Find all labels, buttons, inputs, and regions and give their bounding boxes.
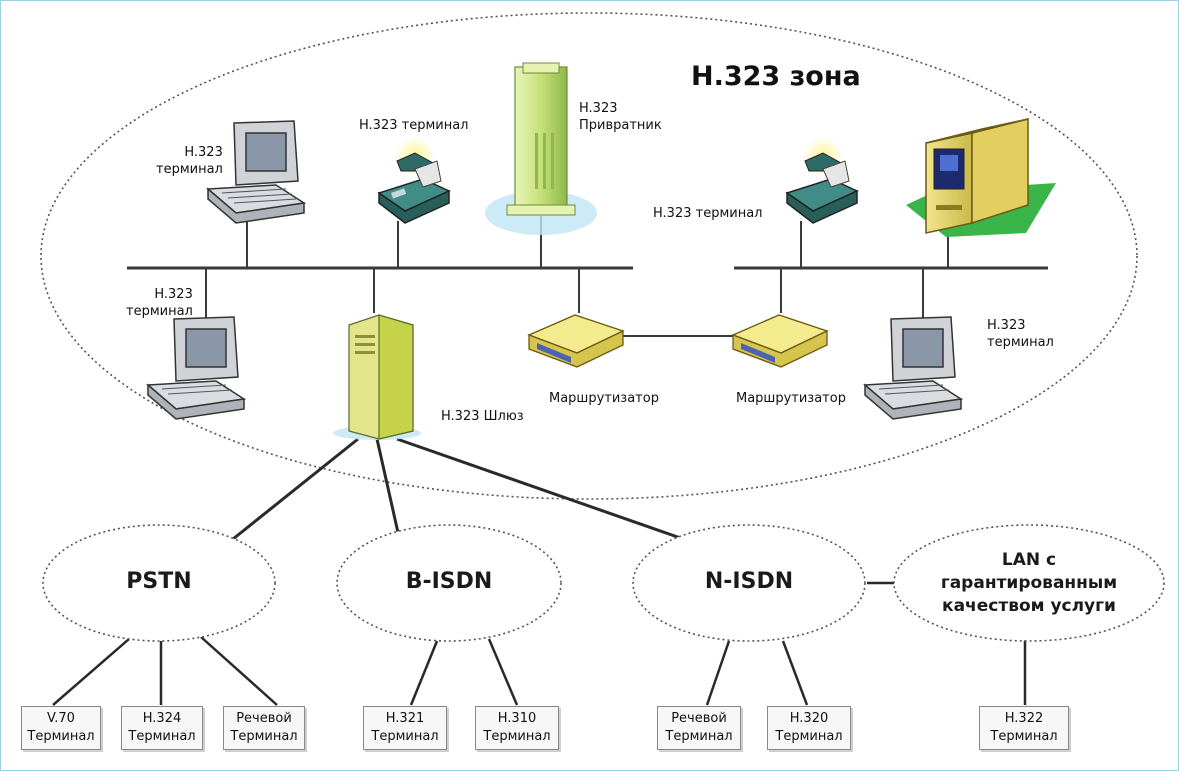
network-label-pstn: PSTN bbox=[126, 569, 192, 594]
label-router-left: Маршрутизатор bbox=[549, 391, 659, 406]
router-icon bbox=[527, 314, 625, 368]
terminal-box: Речевой Терминал bbox=[223, 706, 305, 750]
terminal-type: Речевой bbox=[671, 711, 727, 726]
lan-cloud bbox=[893, 524, 1165, 642]
pc-icon bbox=[206, 120, 307, 224]
terminal-label: Терминал bbox=[990, 729, 1058, 744]
terminal-type: H.310 bbox=[497, 711, 537, 726]
gateway-links bbox=[232, 437, 690, 543]
server-icon bbox=[906, 118, 1056, 237]
fax-terminal-icon bbox=[785, 137, 859, 224]
terminal-box: H.310 Терминал bbox=[475, 706, 559, 750]
gatekeeper-icon bbox=[485, 62, 597, 235]
terminal-label: Терминал bbox=[483, 729, 551, 744]
router-icon bbox=[731, 314, 829, 368]
pstn-cloud bbox=[42, 524, 276, 642]
terminal-box: V.70 Терминал bbox=[21, 706, 101, 750]
pc-icon bbox=[863, 316, 964, 420]
pc-icon bbox=[146, 316, 247, 420]
terminal-label: Терминал bbox=[128, 729, 196, 744]
label-terminal-mid-right: H.323 терминал bbox=[987, 318, 1054, 350]
terminal-label: Терминал bbox=[775, 729, 843, 744]
terminal-type: H.321 bbox=[385, 711, 425, 726]
terminal-box: H.321 Терминал bbox=[363, 706, 447, 750]
h323-zone-boundary bbox=[40, 12, 1138, 500]
label-router-right: Маршрутизатор bbox=[736, 391, 846, 406]
terminal-type: Речевой bbox=[236, 711, 292, 726]
terminal-type: V.70 bbox=[47, 711, 75, 726]
terminal-label: Терминал bbox=[371, 729, 439, 744]
terminal-label: Терминал bbox=[665, 729, 733, 744]
network-terminal-links bbox=[52, 581, 1027, 706]
label-gateway: H.323 Шлюз bbox=[441, 409, 524, 424]
label-terminal-fax-top: H.323 терминал bbox=[359, 118, 469, 133]
label-terminal-top-left: H.323 терминал bbox=[156, 145, 223, 177]
terminal-box: H.320 Терминал bbox=[767, 706, 851, 750]
label-gatekeeper: H.323 Привратник bbox=[579, 101, 662, 133]
label-terminal-fax-right: H.323 терминал bbox=[653, 206, 763, 221]
bisdn-cloud bbox=[336, 524, 562, 642]
network-label-bisdn: B-ISDN bbox=[405, 569, 493, 594]
terminal-type: H.320 bbox=[789, 711, 829, 726]
terminal-box: Речевой Терминал bbox=[657, 706, 741, 750]
zone-title: H.323 зона bbox=[691, 61, 861, 92]
terminal-type: H.324 bbox=[142, 711, 182, 726]
terminal-label: Терминал bbox=[27, 729, 95, 744]
network-label-lan: LAN с гарантированным качеством услуги bbox=[940, 550, 1118, 616]
nisdn-cloud bbox=[632, 524, 866, 642]
gateway-icon bbox=[333, 314, 421, 440]
terminal-box: H.322 Терминал bbox=[979, 706, 1069, 750]
label-terminal-mid-left: H.323 терминал bbox=[126, 287, 193, 319]
network-label-nisdn: N-ISDN bbox=[704, 569, 794, 594]
fax-terminal-icon bbox=[377, 137, 451, 224]
terminal-box: H.324 Терминал bbox=[121, 706, 203, 750]
terminal-label: Терминал bbox=[230, 729, 298, 744]
terminal-type: H.322 bbox=[1004, 711, 1044, 726]
